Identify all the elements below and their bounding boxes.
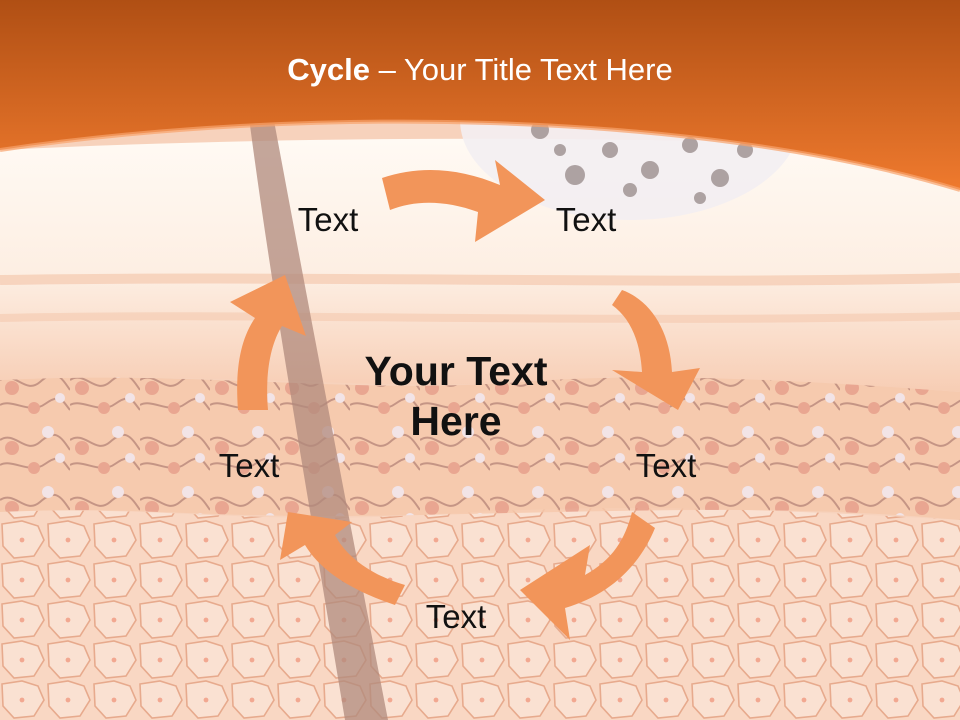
center-text: Your Text Here: [306, 346, 606, 446]
cycle-label-1: Text: [297, 201, 359, 238]
cycle-arrow-3: [520, 512, 655, 640]
cycle-label-4: Text: [425, 598, 487, 635]
cycle-label-3: Text: [635, 447, 697, 484]
slide-title: Cycle – Your Title Text Here: [0, 52, 960, 88]
cycle-label-5: Text: [218, 447, 280, 484]
center-text-line-1: Your Text: [364, 348, 548, 394]
cycle-label-2: Text: [555, 201, 617, 238]
cycle-arrow-1: [382, 160, 545, 242]
slide-title-bold: Cycle: [287, 52, 370, 87]
cycle-arrow-4: [280, 512, 405, 605]
cycle-arrow-5: [230, 275, 306, 410]
cycle-arrow-2: [612, 290, 700, 410]
center-text-line-2: Here: [410, 398, 502, 444]
slide-title-rest: – Your Title Text Here: [370, 52, 673, 87]
